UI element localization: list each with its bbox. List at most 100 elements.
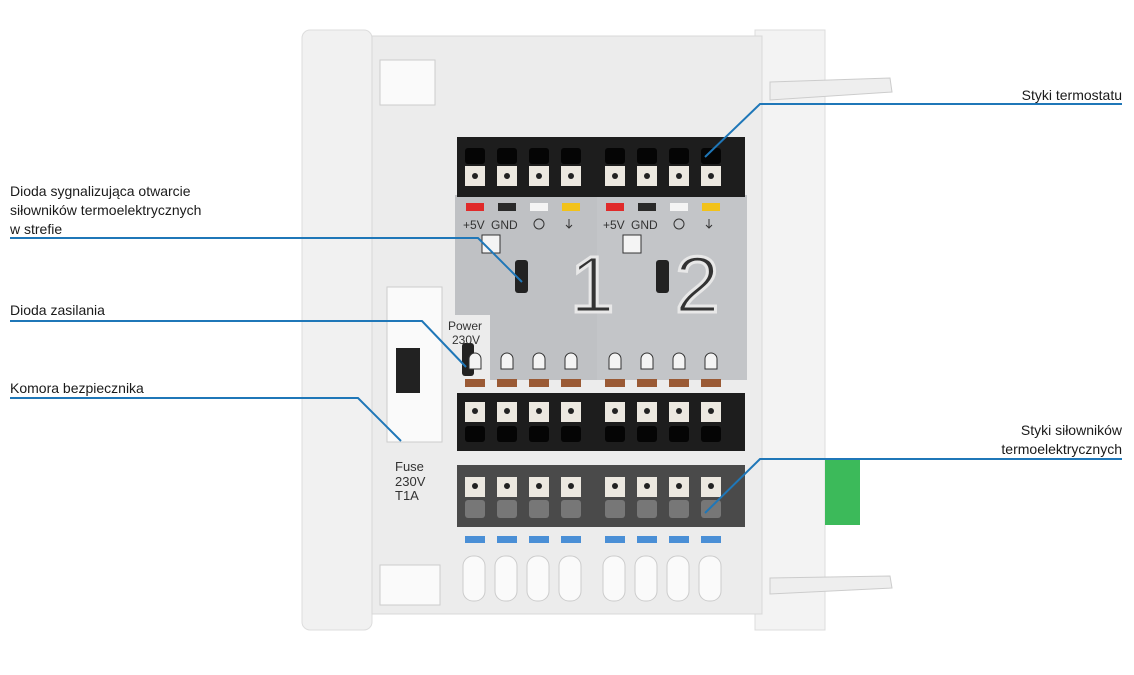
brown-marker: [669, 379, 689, 387]
wire-slot: [637, 500, 657, 518]
screw-hole: [676, 483, 682, 489]
blue-marker: [637, 536, 657, 543]
terminal-label-gnd: GND: [631, 218, 658, 232]
blue-marker: [497, 536, 517, 543]
brown-marker: [465, 379, 485, 387]
callout-line-power-led: [10, 320, 467, 368]
wire-slot: [701, 500, 721, 518]
screw-hole: [536, 408, 542, 414]
screw-hole: [536, 173, 542, 179]
wire-color-marker: [498, 203, 516, 211]
callout-thermostat-contacts: Styki termostatu: [1021, 87, 1122, 103]
indicator-led: [468, 352, 482, 370]
wire-color-marker: [606, 203, 624, 211]
wire-slot: [497, 426, 517, 442]
wire-color-marker: [638, 203, 656, 211]
wire-slot: [561, 426, 581, 442]
latch-top: [379, 59, 436, 106]
wire-slot: [637, 148, 657, 164]
screw-hole: [612, 408, 618, 414]
zone1-button: [481, 234, 501, 254]
brown-marker: [561, 379, 581, 387]
wire-slot: [605, 148, 625, 164]
fuse-window: [396, 348, 420, 393]
callout-actuator-line1: Styki siłowników: [1020, 422, 1122, 438]
wire-color-marker: [562, 203, 580, 211]
vent-slot: [494, 555, 518, 602]
wire-slot: [465, 426, 485, 442]
wire-slot: [669, 148, 689, 164]
screw-hole: [612, 483, 618, 489]
screw-hole: [472, 408, 478, 414]
vent-slot: [602, 555, 626, 602]
screw-hole: [708, 173, 714, 179]
wire-slot: [669, 500, 689, 518]
wire-slot: [529, 426, 549, 442]
brown-marker: [605, 379, 625, 387]
callout-zone-led-line1: Dioda sygnalizująca otwarcie: [10, 183, 191, 199]
housing-right: [754, 29, 826, 631]
vent-slot: [558, 555, 582, 602]
fuse-rating: T1A: [395, 488, 419, 503]
screw-hole: [708, 483, 714, 489]
indicator-led: [704, 352, 718, 370]
screw-hole: [504, 173, 510, 179]
fuse-voltage: 230V: [395, 474, 426, 489]
screw-hole: [708, 408, 714, 414]
wire-slot: [465, 500, 485, 518]
zone2-panel: [597, 195, 747, 380]
vent-slot: [698, 555, 722, 602]
screw-hole: [504, 483, 510, 489]
arrow-down-icon: [705, 219, 713, 229]
wire-color-marker: [670, 203, 688, 211]
terminal-label-5v: +5V: [603, 218, 625, 232]
screw-hole: [644, 408, 650, 414]
blue-marker: [561, 536, 581, 543]
blue-marker: [669, 536, 689, 543]
callout-zone-led-line2: siłowników termoelektrycznych: [10, 202, 202, 218]
indicator-led: [672, 352, 686, 370]
screw-hole: [472, 173, 478, 179]
zone1-number: 1: [570, 240, 615, 329]
wire-color-marker: [530, 203, 548, 211]
callout-line-actuators: [704, 458, 1122, 514]
wire-slot: [605, 500, 625, 518]
brown-marker: [497, 379, 517, 387]
brown-marker: [701, 379, 721, 387]
clock-icon: [533, 218, 545, 230]
blue-marker: [529, 536, 549, 543]
fuse-label: Fuse: [395, 459, 424, 474]
zone1-led: [515, 260, 528, 293]
zone2-button: [622, 234, 642, 254]
wire-slot: [529, 500, 549, 518]
vent-slot: [462, 555, 486, 602]
indicator-led: [500, 352, 514, 370]
housing-left: [301, 29, 373, 631]
zone2-number: 2: [675, 240, 720, 329]
power-label: Power: [448, 319, 482, 333]
brown-marker: [529, 379, 549, 387]
callout-line-thermostat: [704, 103, 1122, 158]
wire-slot: [701, 148, 721, 164]
power-voltage: 230V: [452, 333, 480, 347]
zone2-led: [656, 260, 669, 293]
screw-hole: [504, 408, 510, 414]
screw-hole: [472, 483, 478, 489]
blue-marker: [605, 536, 625, 543]
wire-slot: [637, 426, 657, 442]
latch-bottom: [379, 564, 441, 606]
wire-slot: [497, 148, 517, 164]
wire-color-marker: [466, 203, 484, 211]
screw-hole: [644, 173, 650, 179]
clip-top: [769, 77, 893, 101]
screw-hole: [568, 483, 574, 489]
arrow-down-icon: [565, 219, 573, 229]
wire-slot: [701, 426, 721, 442]
callout-line-fuse: [10, 397, 402, 442]
brown-marker: [637, 379, 657, 387]
blue-marker: [465, 536, 485, 543]
vent-slot: [666, 555, 690, 602]
terminal-label-gnd: GND: [491, 218, 518, 232]
wire-color-marker: [702, 203, 720, 211]
